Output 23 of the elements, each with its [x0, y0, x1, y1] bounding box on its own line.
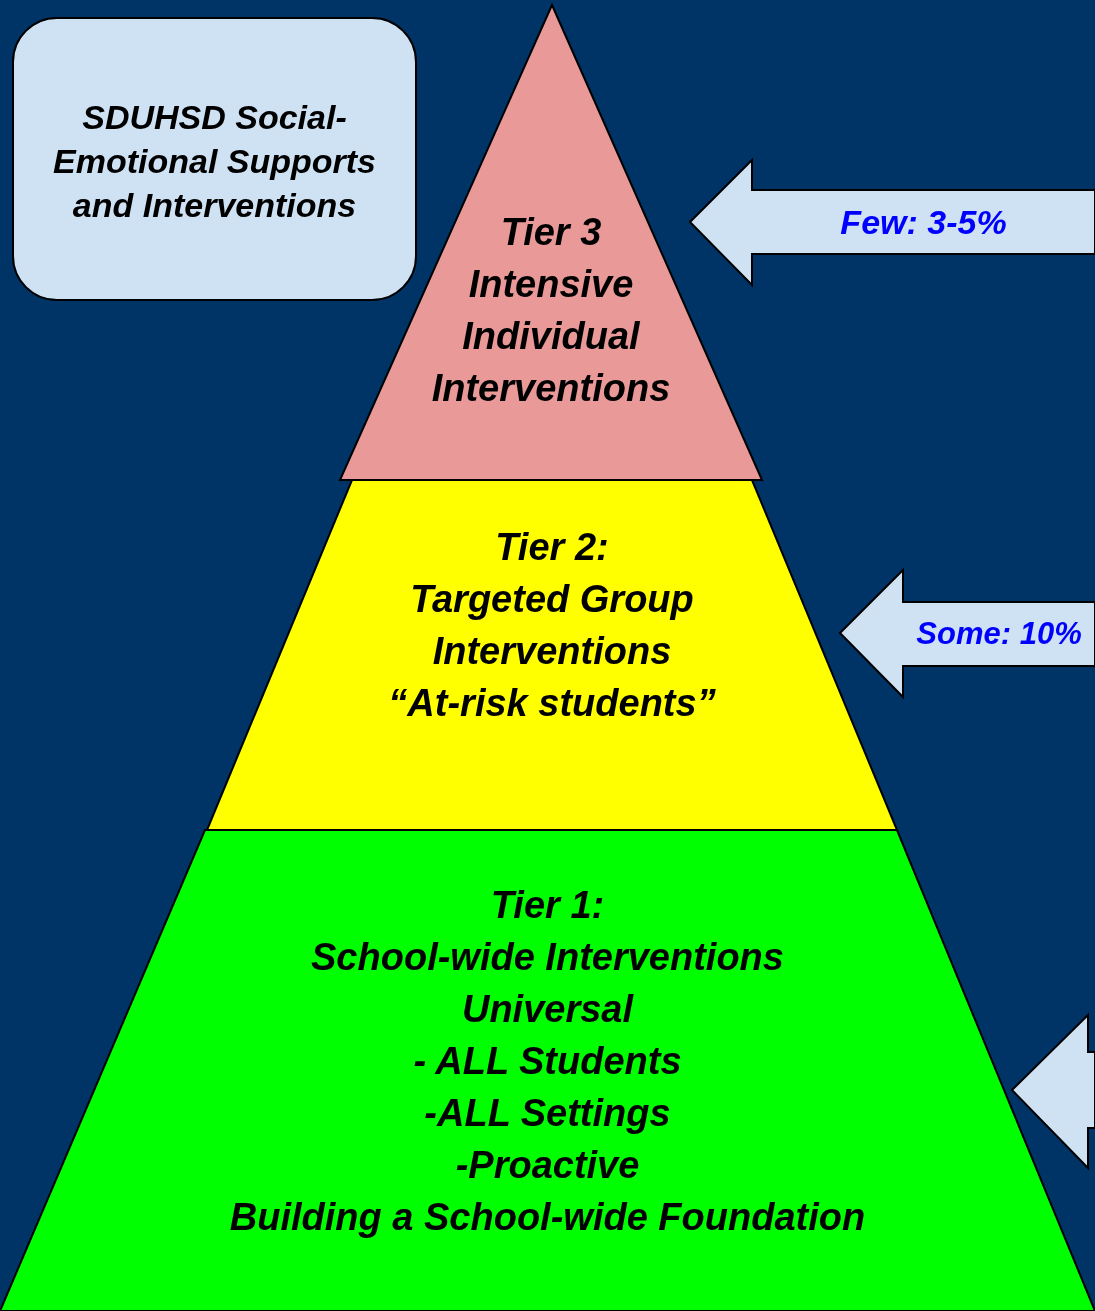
block-arrow [690, 160, 1095, 285]
body-text: Interventions [431, 366, 671, 411]
body-text: - ALL Students [413, 1039, 682, 1084]
body-text: Individual [462, 314, 640, 359]
heading-text: Tier 2: [495, 525, 609, 570]
tier-band [0, 830, 1095, 1311]
body-text: School-wide Interventions [311, 935, 784, 980]
body-text: Intensive [468, 262, 634, 307]
label-text: Some: 10% [916, 615, 1082, 653]
heading-text: Tier 1: [490, 883, 605, 928]
label-text: Few: 3-5% [840, 202, 1007, 242]
body-text: Building a School-wide Foundation [229, 1195, 866, 1240]
body-text: Interventions [432, 629, 672, 674]
body-text: -ALL Settings [424, 1091, 671, 1136]
heading-text: Tier 3 [500, 210, 602, 255]
body-text: “At-risk students” [388, 681, 716, 726]
label-text: SDUHSD Social-Emotional Supports and Interventions [52, 97, 377, 226]
body-text: Targeted Group [410, 577, 694, 622]
title-box [12, 17, 417, 301]
body-text: -Proactive [455, 1143, 640, 1188]
block-arrow [1012, 1015, 1095, 1168]
body-text: Universal [461, 987, 634, 1032]
block-arrow [840, 570, 1095, 697]
